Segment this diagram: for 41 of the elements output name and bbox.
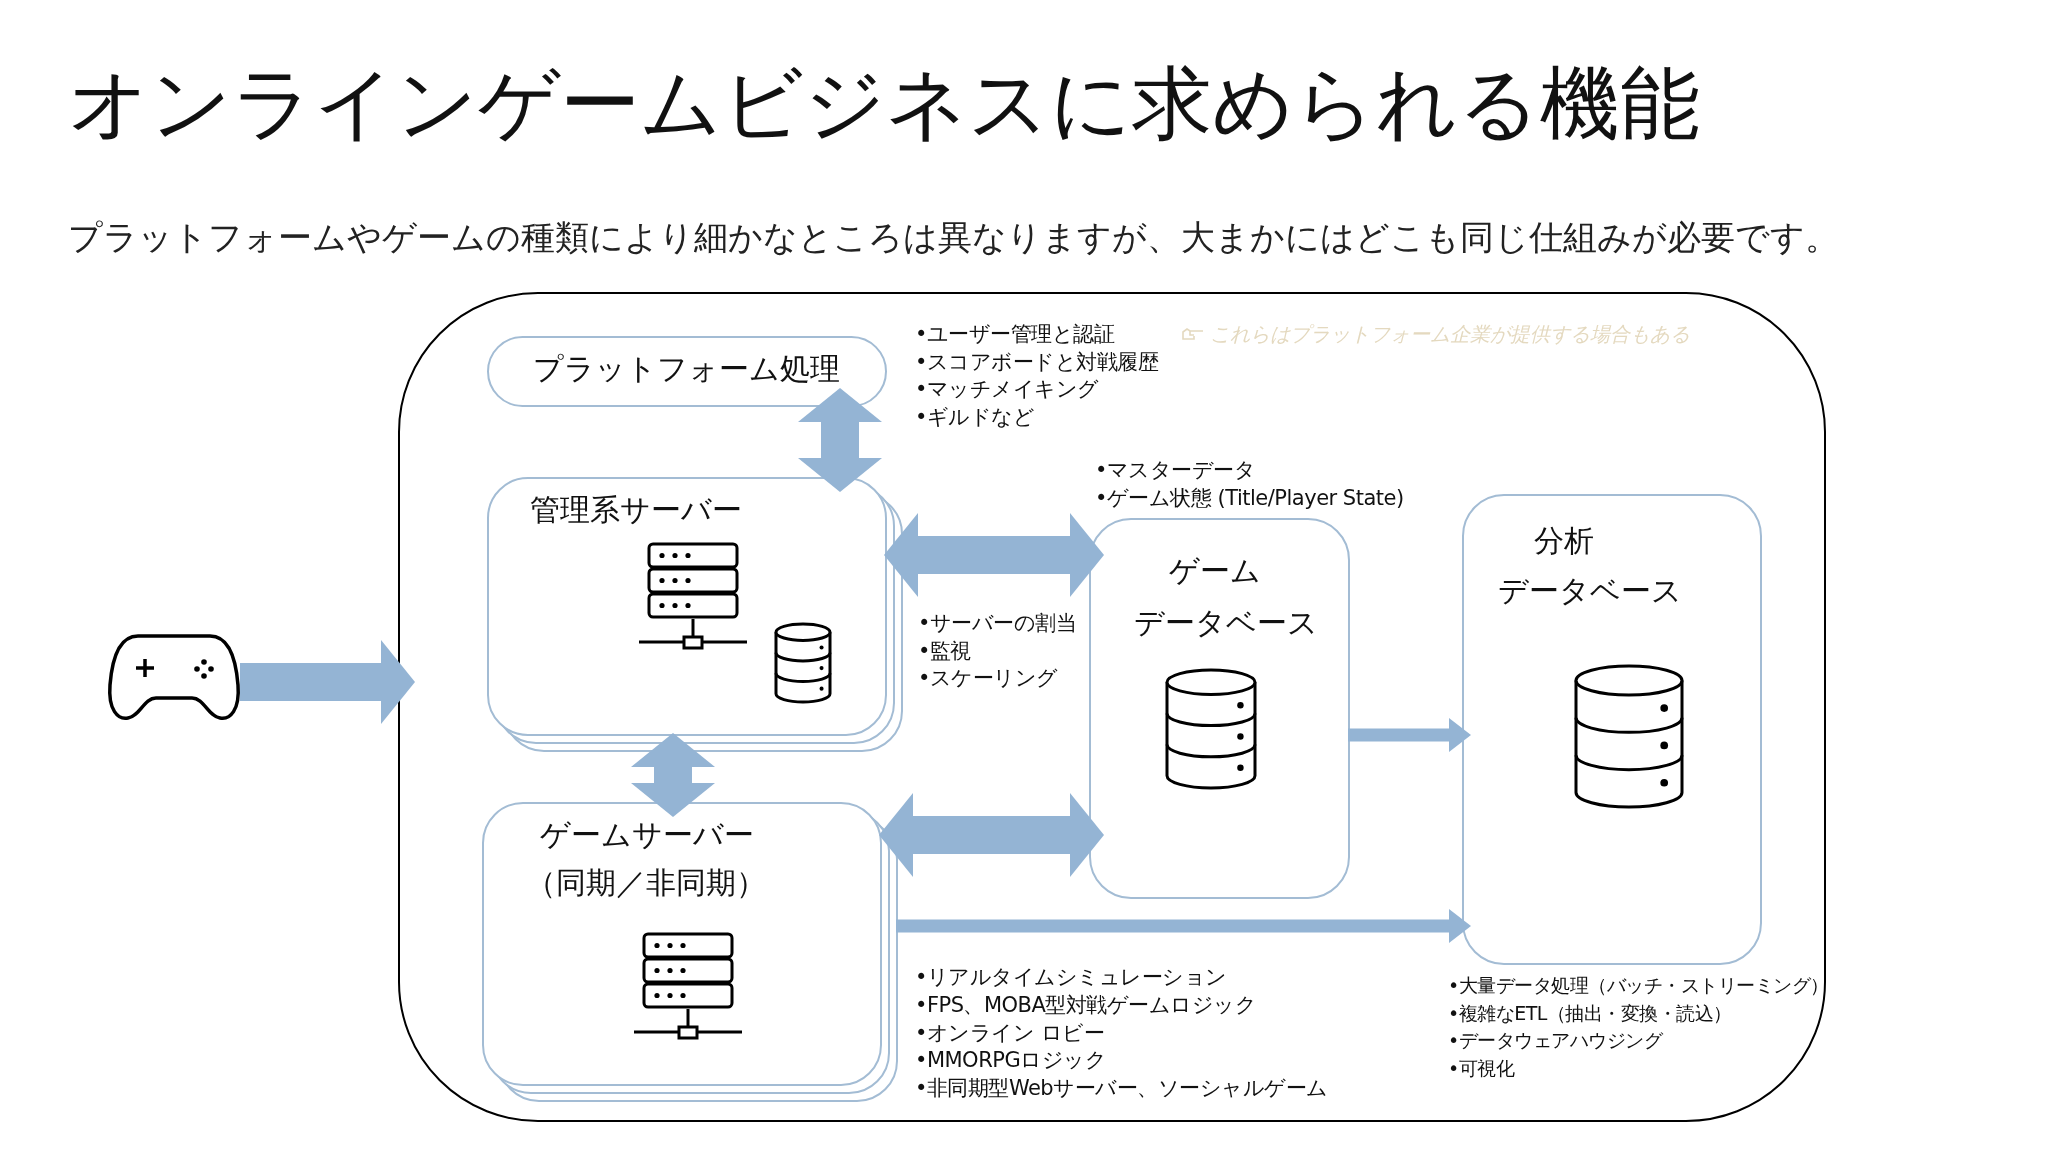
arrow [798,388,882,492]
arrow [631,733,715,817]
box-title: プラットフォーム処理 [533,352,840,387]
bullet-item: •リアルタイムシミュレーション [915,965,1227,990]
arrow [879,793,1104,877]
system-frame [398,292,1826,1122]
database-box [1462,494,1762,965]
database-box [1089,518,1350,899]
box-title: ゲーム [1169,554,1261,589]
bullet-item: •ゲーム状態 (Title/Player State) [1095,486,1404,511]
stacked-box [482,802,898,1102]
box-title: データベース [1134,606,1318,641]
bullet-item: •マッチメイキング [915,377,1099,402]
bullet-item: •サーバーの割当 [918,611,1077,636]
box-title: 管理系サーバー [530,493,742,528]
bullet-item: •ユーザー管理と認証 [915,322,1115,347]
bullet-item: •非同期型Webサーバー、ソーシャルゲーム [915,1076,1328,1101]
bullet-item: •大量データ処理（バッチ・ストリーミング） [1448,975,1829,997]
bullet-item: •監視 [918,638,971,663]
bullet-item: •可視化 [1448,1057,1515,1080]
bullet-item: •マスターデータ [1095,458,1256,483]
note: これらはプラットフォーム企業が提供する場合もある [1210,323,1690,346]
box-title: データベース [1498,574,1682,609]
arrow [884,513,1104,597]
title: オンラインゲームビジネスに求められる機能 [68,58,1700,150]
bullet-item: •データウェアハウジング [1448,1030,1663,1052]
arrow [240,640,415,724]
bullet-item: •オンライン ロビー [915,1020,1105,1045]
bullet-item: •ギルドなど [915,404,1035,429]
box-title: ゲームサーバー [540,818,754,853]
bullet-item: •MMORPGロジック [915,1048,1107,1073]
box-title: 分析 [1534,524,1594,559]
box-title: （同期／非同期） [526,866,766,901]
bullet-item: •スケーリング [918,666,1058,691]
bullet-item: •FPS、MOBA型対戦ゲームロジック [915,992,1257,1017]
arrow [1348,718,1471,752]
subtitle: プラットフォームやゲームの種類により細かなところは異なりますが、大まかにはどこも同じ仕組みが必要です。 [68,218,1839,258]
arrow [896,909,1471,943]
stacked-box [487,477,903,752]
bullet-item: •複雑なETL（抽出・変換・読込） [1448,1002,1732,1025]
bullet-item: •スコアボードと対戦履歴 [915,349,1159,374]
